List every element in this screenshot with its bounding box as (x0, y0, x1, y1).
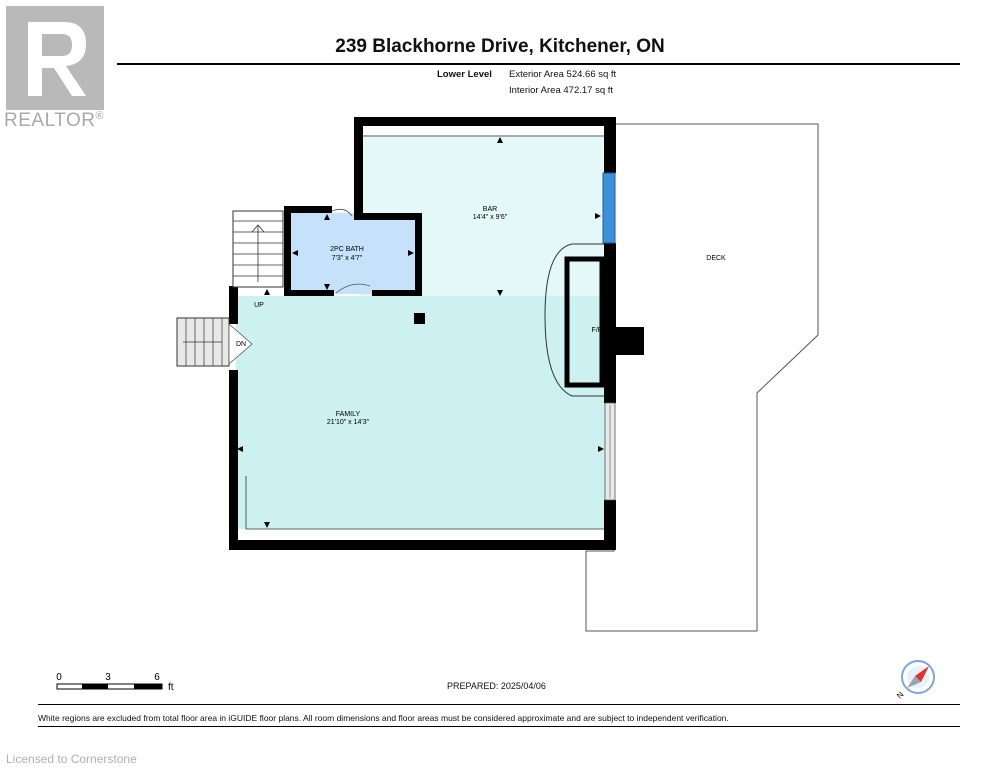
exterior-area: Exterior Area 524.66 sq ft (509, 69, 617, 80)
compass-north-label: N (895, 690, 906, 701)
deck-name-label: DECK (706, 255, 726, 262)
prepared-date: PREPARED: 2025/04/06 (447, 681, 546, 691)
realtor-logo-icon (6, 6, 104, 110)
registered-mark: ® (95, 110, 105, 122)
footer-rule-bottom (38, 726, 960, 727)
bar-dims-label: 14'4" x 9'6" (473, 214, 508, 221)
scale-bar (56, 683, 163, 690)
realtor-wordmark: REALTOR® (4, 110, 104, 132)
family-name-label: FAMILY (336, 411, 361, 418)
scale-tick-3: 3 (105, 672, 111, 683)
stairs-down-label: DN (236, 341, 246, 348)
plan-address-title: 239 Blackhorne Drive, Kitchener, ON (335, 36, 665, 57)
compass-icon (901, 660, 935, 694)
walls (229, 117, 644, 550)
deck-outline (585, 123, 819, 632)
realtor-brand-text: REALTOR (4, 110, 96, 131)
bar-name-label: BAR (483, 206, 497, 213)
bar-window (602, 172, 616, 244)
license-watermark: Licensed to Cornerstone (6, 752, 137, 766)
interior-area: Interior Area 472.17 sq ft (509, 85, 614, 96)
header-rule (117, 63, 960, 65)
stairs-up-label: UP (254, 302, 264, 309)
bath-name-label: 2PC BATH (330, 246, 364, 253)
support-column (414, 313, 425, 324)
fireplace-label: F/P (592, 327, 603, 334)
bath-dims-label: 7'3" x 4'7" (332, 255, 363, 262)
stairs-down (176, 317, 253, 367)
scale-tick-0: 0 (56, 672, 62, 683)
level-name-bold: Lower Level (437, 69, 492, 80)
dimension-markers (237, 137, 604, 528)
hearth-outline (544, 243, 604, 397)
fireplace-box (564, 256, 605, 388)
disclaimer-text: White regions are excluded from total fl… (38, 713, 729, 723)
scale-tick-6: 6 (154, 672, 160, 683)
family-floor (236, 296, 606, 529)
family-dims-label: 21'10" x 14'3" (327, 419, 370, 426)
footer-rule-top (38, 704, 960, 705)
bath-floor (290, 213, 416, 294)
scale-unit: ft (168, 682, 174, 693)
stairs-up (232, 210, 284, 288)
